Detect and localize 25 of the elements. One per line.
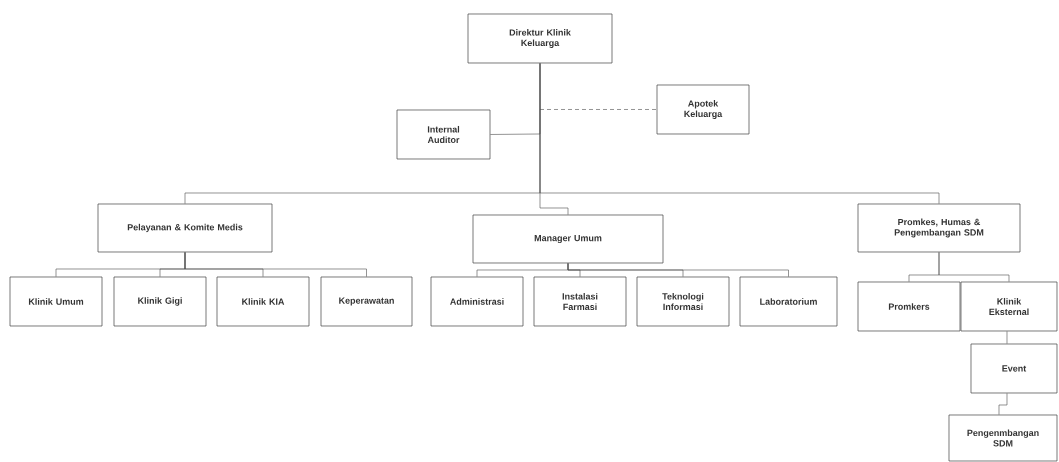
org-box: Administrasi <box>430 276 524 327</box>
org-box: Pengenmbangan SDM <box>948 414 1058 462</box>
connector-line <box>938 252 1010 282</box>
connector-line <box>567 263 789 277</box>
org-box: Promkers <box>857 281 961 332</box>
org-box: Klinik Gigi <box>113 276 207 327</box>
connector-line <box>539 109 657 110</box>
connector-line <box>184 252 367 277</box>
org-box: Klinik Eksternal <box>960 281 1058 332</box>
org-box: Direktur Klinik Keluarga <box>467 13 613 64</box>
connector-line <box>1006 331 1008 344</box>
org-box: Internal Auditor <box>396 109 491 160</box>
org-box: Laboratorium <box>739 276 838 327</box>
org-box: Event <box>970 343 1058 394</box>
org-box: Manager Umum <box>472 214 664 264</box>
org-box: Promkes, Humas & Pengembangan SDM <box>857 203 1021 253</box>
connector-line <box>539 63 940 204</box>
org-box: Pelayanan & Komite Medis <box>97 203 273 253</box>
org-box: Apotek Keluarga <box>656 84 750 135</box>
connector-line <box>998 393 1008 415</box>
org-box: Klinik KIA <box>216 276 310 327</box>
org-box: Teknologi Informasi <box>636 276 730 327</box>
org-box: Keperawatan <box>320 276 413 327</box>
org-box: Instalasi Farmasi <box>533 276 627 327</box>
org-box: Klinik Umum <box>9 276 103 327</box>
